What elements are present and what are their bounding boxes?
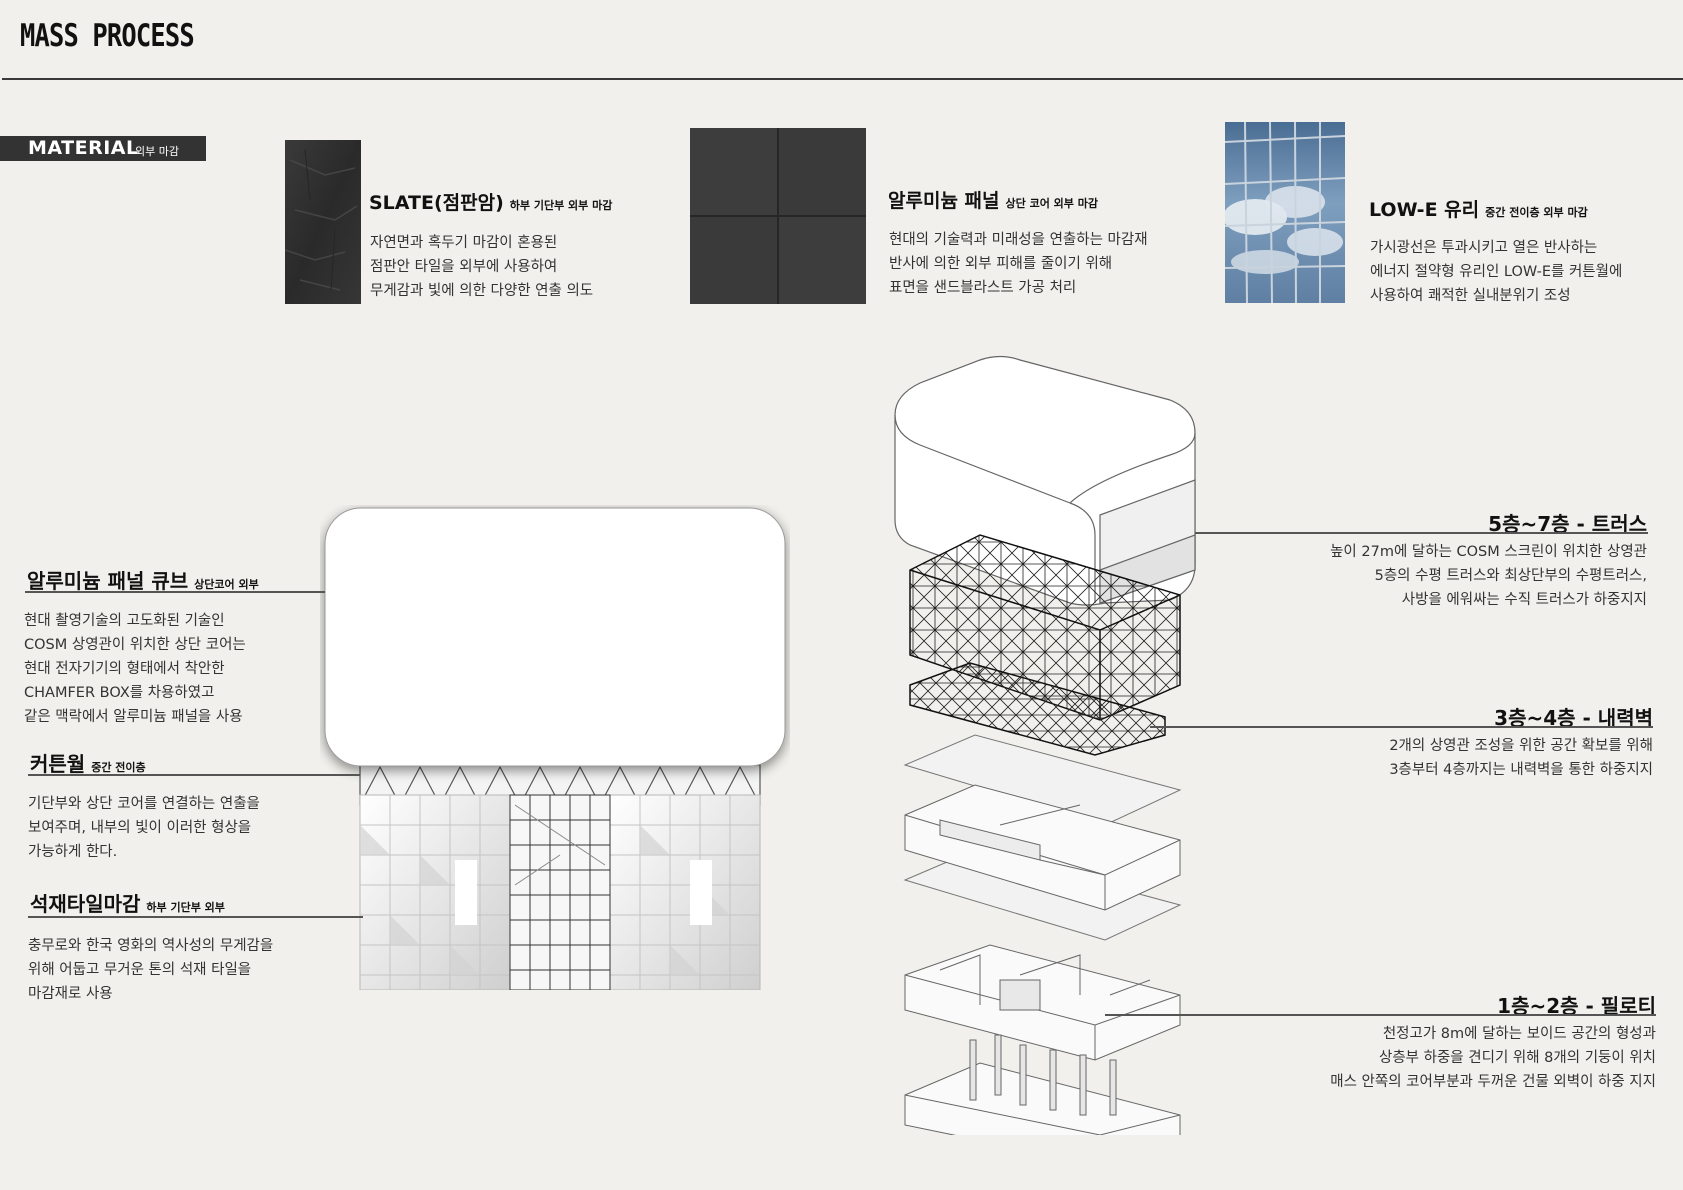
- slate-texture-image: [284, 140, 361, 304]
- leader-line-bearing-wall: [1150, 726, 1653, 728]
- material-sublabel: 외부 마감: [135, 145, 179, 158]
- central-curtain-wall: [509, 794, 611, 991]
- truss-slab: [909, 662, 1166, 756]
- stone-tile-base: [359, 794, 761, 991]
- slate-swatch: [284, 140, 361, 304]
- exploded-axonometric-diagram: [880, 355, 1200, 1166]
- low-e-glass-swatch: [1223, 121, 1346, 304]
- leader-line-pilotis: [1105, 1014, 1656, 1016]
- page-title: MASS PROCESS: [20, 18, 195, 54]
- material-badge: MATERIAL 외부 마감: [0, 136, 206, 161]
- glass-facade-image: [1223, 121, 1346, 304]
- title-rule: [2, 78, 1683, 80]
- pilotis-level: [904, 1034, 1181, 1166]
- aluminum-panel-image: [690, 128, 866, 304]
- material-title-slate: SLATE(점판암)하부 기단부 외부 마감: [369, 192, 613, 214]
- building-elevation-drawing: [320, 505, 790, 991]
- room-level: [904, 944, 1181, 1061]
- leader-line-stone-tile: [28, 916, 363, 918]
- bearing-wall-level: [904, 784, 1181, 911]
- leader-line-aluminum-cube: [25, 591, 325, 593]
- leader-line-truss: [1195, 532, 1648, 534]
- material-label: MATERIAL: [28, 137, 139, 159]
- aluminum-panel-cube: [324, 507, 786, 767]
- leader-line-curtain-wall: [28, 774, 360, 776]
- aluminum-panel-swatch: [690, 128, 866, 304]
